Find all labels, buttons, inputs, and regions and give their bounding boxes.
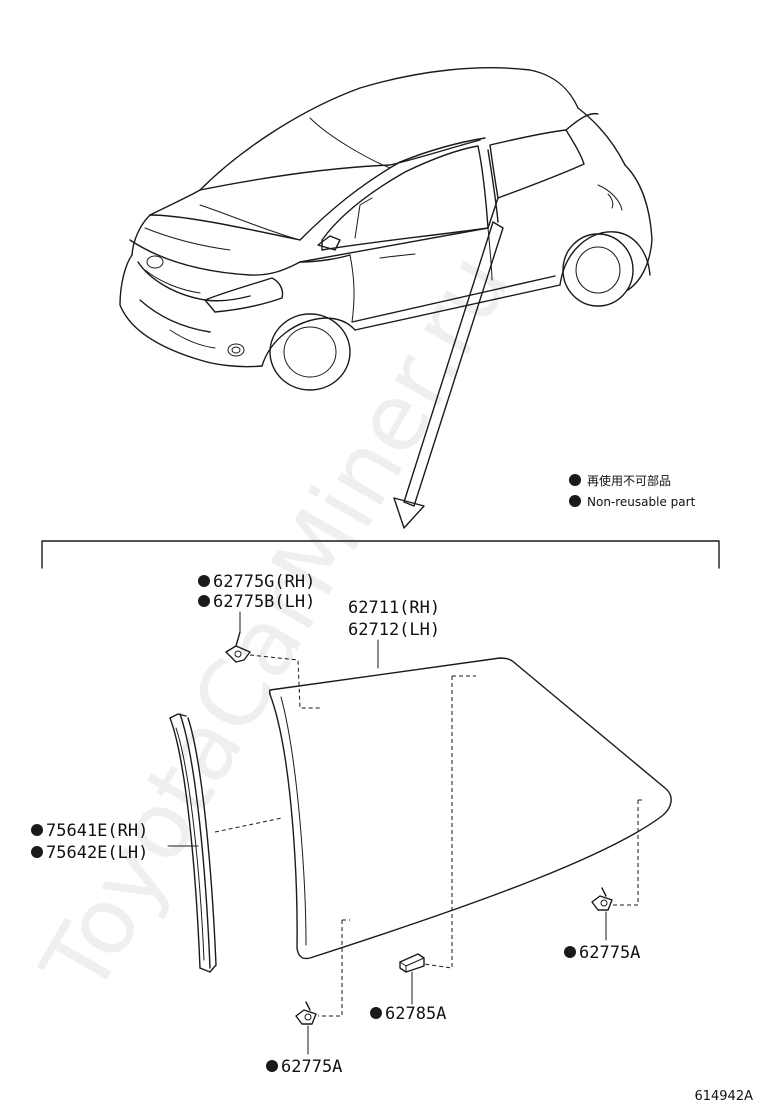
spacer-block bbox=[399, 953, 425, 973]
assembly-lines bbox=[214, 654, 645, 1017]
part-label-62785a: 62785A bbox=[385, 1004, 446, 1024]
part-label-62711: 62711(RH) bbox=[348, 598, 440, 618]
part-label-62775a-bottom: 62775A bbox=[281, 1057, 342, 1077]
callout-arrow bbox=[393, 221, 504, 529]
non-reusable-marker-icon bbox=[564, 946, 576, 958]
non-reusable-marker-icon bbox=[370, 1007, 382, 1019]
part-label-75642e: 75642E(LH) bbox=[46, 843, 148, 863]
right-clip bbox=[591, 887, 613, 911]
window-molding bbox=[169, 713, 217, 973]
non-reusable-marker-icon bbox=[198, 575, 210, 587]
bottom-clip bbox=[295, 1001, 317, 1025]
non-reusable-marker-icon bbox=[31, 824, 43, 836]
non-reusable-marker-icon bbox=[266, 1060, 278, 1072]
legend-en: Non-reusable part bbox=[587, 495, 696, 509]
watermark: ToyotaCarMiner.ru bbox=[21, 236, 531, 1012]
part-label-62712: 62712(LH) bbox=[348, 620, 440, 640]
part-label-62775b: 62775B(LH) bbox=[213, 592, 315, 612]
non-reusable-marker-icon bbox=[198, 595, 210, 607]
legend: 再使用不可部品 Non-reusable part bbox=[569, 473, 696, 509]
upper-clip bbox=[225, 631, 251, 663]
non-reusable-marker-icon bbox=[31, 846, 43, 858]
leader-lines bbox=[167, 611, 607, 1055]
quarter-glass bbox=[268, 657, 672, 960]
part-label-62775g: 62775G(RH) bbox=[213, 572, 315, 592]
legend-jp: 再使用不可部品 bbox=[587, 473, 671, 488]
non-reusable-marker-icon bbox=[569, 495, 581, 507]
part-label-62775a-right: 62775A bbox=[579, 943, 640, 963]
car-illustration bbox=[119, 67, 653, 391]
part-labels: 62775G(RH) 62775B(LH) 62711(RH) 62712(LH… bbox=[31, 572, 640, 1077]
detail-bracket bbox=[41, 540, 720, 569]
non-reusable-marker-icon bbox=[569, 474, 581, 486]
part-label-75641e: 75641E(RH) bbox=[46, 821, 148, 841]
figure-number: 614942A bbox=[694, 1089, 753, 1104]
